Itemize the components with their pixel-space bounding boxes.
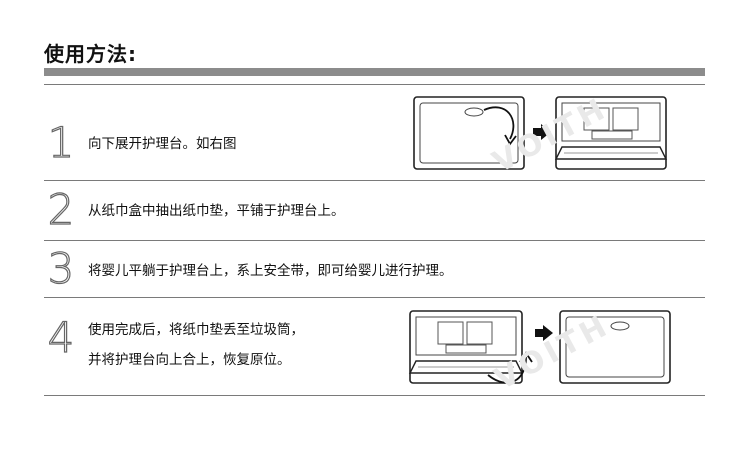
title-divider-bar: [44, 68, 705, 76]
step-number-4: 4: [47, 313, 75, 362]
row-divider: [44, 395, 705, 396]
row-divider: [44, 240, 705, 241]
arrow-right-icon: [535, 325, 553, 341]
row-divider: [44, 180, 705, 181]
arrow-right-icon: [533, 124, 551, 140]
changing-table-closed-icon: [413, 96, 525, 170]
curved-arrow-icon: [487, 351, 533, 384]
changing-table-closed-icon: [559, 310, 671, 384]
page-title: 使用方法:: [44, 42, 137, 66]
step-number-1: 1: [47, 118, 75, 167]
step-number-3: 3: [47, 244, 75, 293]
step-number-2: 2: [47, 185, 75, 234]
changing-table-open-icon: [408, 310, 524, 384]
step-1-illustration: [413, 96, 668, 170]
row-divider: [44, 84, 705, 85]
changing-table-open-icon: [554, 96, 668, 170]
curved-arrow-icon: [483, 106, 517, 146]
step-4-illustration: [408, 310, 671, 384]
step-1-text: 向下展开护理台。如右图: [88, 136, 237, 152]
step-4-text-line-1: 使用完成后，将纸巾垫丢至垃圾筒，: [88, 322, 304, 338]
step-4-text-line-2: 并将护理台向上合上，恢复原位。: [88, 352, 291, 368]
step-3-text: 将婴儿平躺于护理台上，系上安全带，即可给婴儿进行护理。: [88, 263, 453, 279]
step-2-text: 从纸巾盒中抽出纸巾垫，平铺于护理台上。: [88, 203, 345, 219]
row-divider: [44, 297, 705, 298]
